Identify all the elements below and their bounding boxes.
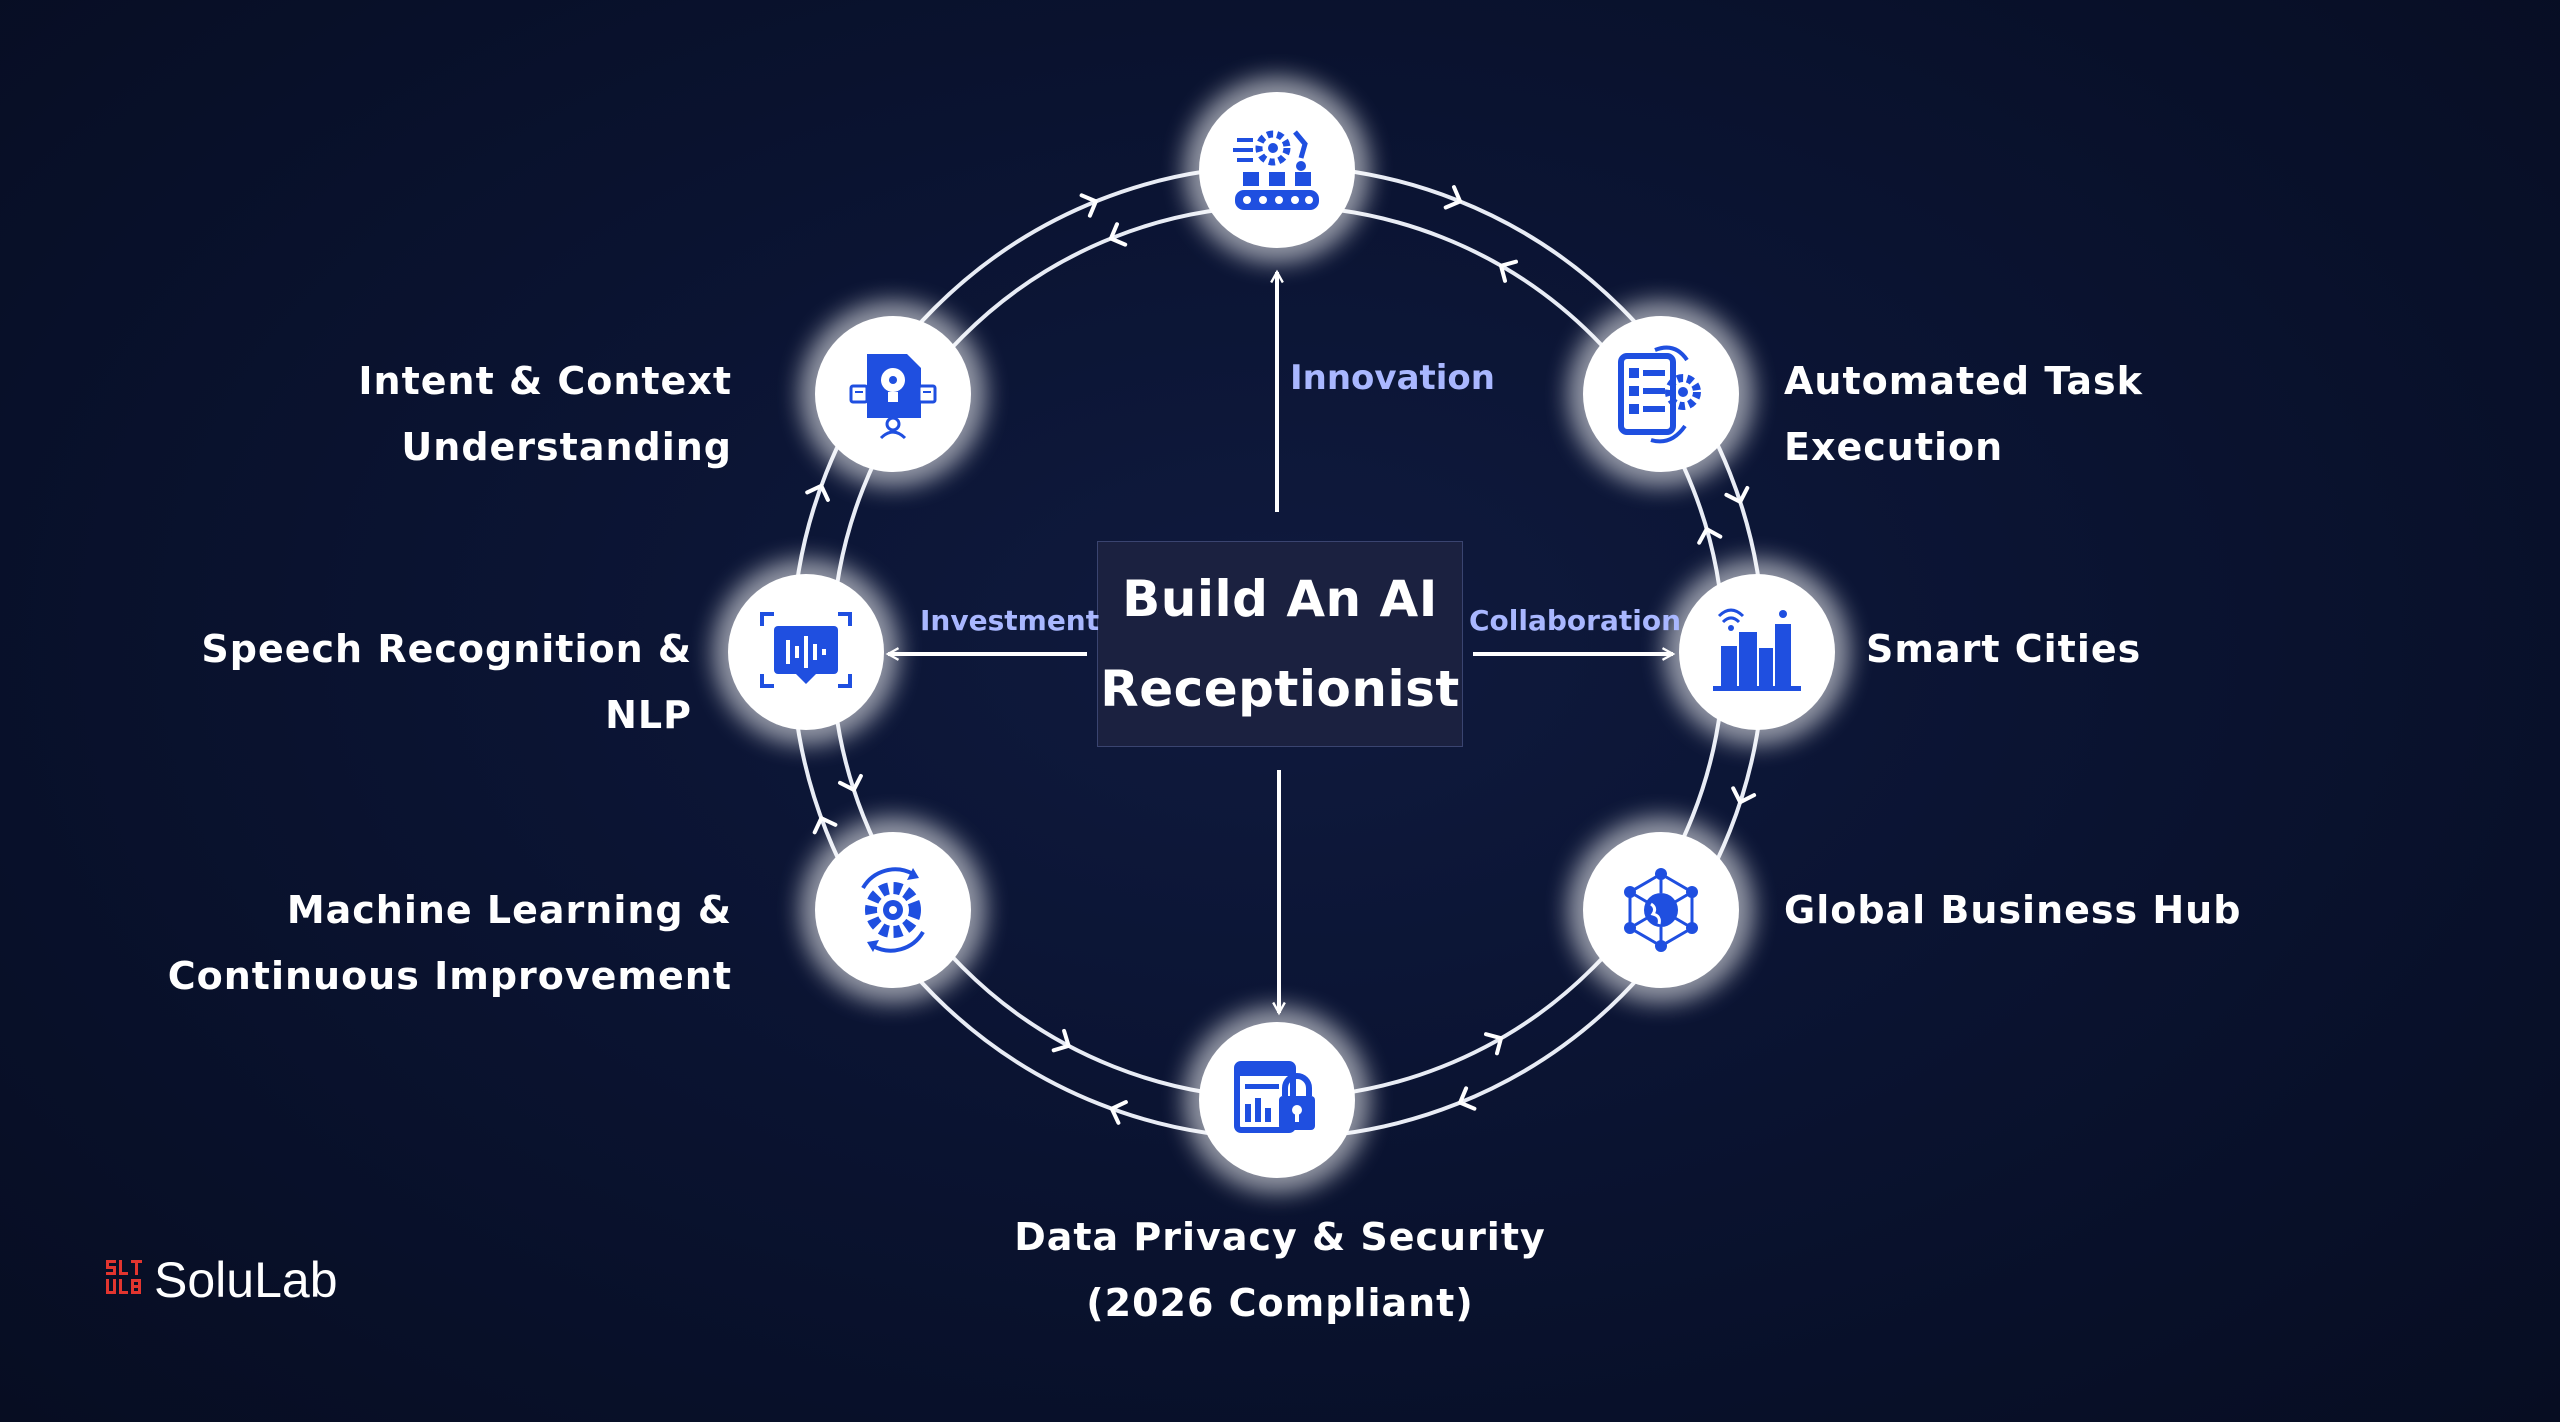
center-title-box: Build An AI Receptionist bbox=[1097, 541, 1463, 747]
voice-waveform-icon bbox=[760, 612, 852, 688]
node-speech-recognition bbox=[720, 566, 892, 738]
center-title-line1: Build An AI bbox=[1122, 570, 1438, 628]
label-intent-context: Intent & Context Understanding bbox=[358, 359, 732, 469]
ring-chevron bbox=[1458, 1086, 1477, 1111]
ring-chevron bbox=[1724, 486, 1750, 504]
global-network-icon bbox=[1624, 868, 1698, 952]
smart-city-icon bbox=[1713, 608, 1801, 691]
idea-document-icon bbox=[849, 354, 937, 440]
label-speech-recognition: Speech Recognition & NLP bbox=[201, 627, 692, 737]
node-machine-learning bbox=[807, 824, 979, 996]
node-data-privacy bbox=[1191, 1014, 1363, 1186]
label-machine-learning: Machine Learning & Continuous Improvemen… bbox=[167, 888, 732, 998]
label-global-business-hub: Global Business Hub bbox=[1784, 888, 2242, 932]
ring-chevron bbox=[838, 774, 863, 792]
center-title-line2: Receptionist bbox=[1100, 660, 1460, 718]
task-checklist-gear-icon bbox=[1618, 345, 1701, 444]
ring-chevron bbox=[1731, 786, 1757, 805]
label-data-privacy: Data Privacy & Security (2026 Compliant) bbox=[1014, 1215, 1546, 1325]
relation-label-innovation: Innovation bbox=[1290, 358, 1495, 398]
ring-chevron bbox=[1051, 1028, 1071, 1053]
ring-chevron bbox=[1079, 193, 1098, 218]
node-global-business bbox=[1575, 824, 1747, 996]
label-automated-task: Automated Task Execution bbox=[1784, 359, 2143, 469]
brand-name: SoluLab bbox=[154, 1252, 338, 1308]
node-intent-context bbox=[807, 308, 979, 480]
relation-label-investment: Investment bbox=[920, 604, 1100, 637]
ring-chevron bbox=[1109, 1100, 1128, 1125]
ring-chevron bbox=[1697, 527, 1723, 545]
factory-automation-icon bbox=[1233, 130, 1319, 210]
node-automated-task bbox=[1575, 308, 1747, 480]
ring-chevron bbox=[805, 483, 830, 502]
ring-chevron bbox=[1484, 1032, 1503, 1056]
ring-chevron bbox=[1443, 185, 1463, 210]
node-smart-cities bbox=[1671, 566, 1843, 738]
ring-chevron bbox=[812, 816, 838, 835]
node-top bbox=[1191, 84, 1363, 256]
ring-chevron bbox=[1108, 222, 1128, 247]
solulab-logo-icon bbox=[106, 1260, 142, 1294]
label-smart-cities: Smart Cities bbox=[1866, 627, 2142, 671]
ring-chevron bbox=[1499, 259, 1518, 283]
relation-label-collaboration: Collaboration bbox=[1469, 604, 1682, 637]
ml-gear-cycle-icon bbox=[861, 867, 925, 953]
brand-logo: SoluLab bbox=[106, 1250, 338, 1310]
secure-data-lock-icon bbox=[1234, 1061, 1315, 1133]
